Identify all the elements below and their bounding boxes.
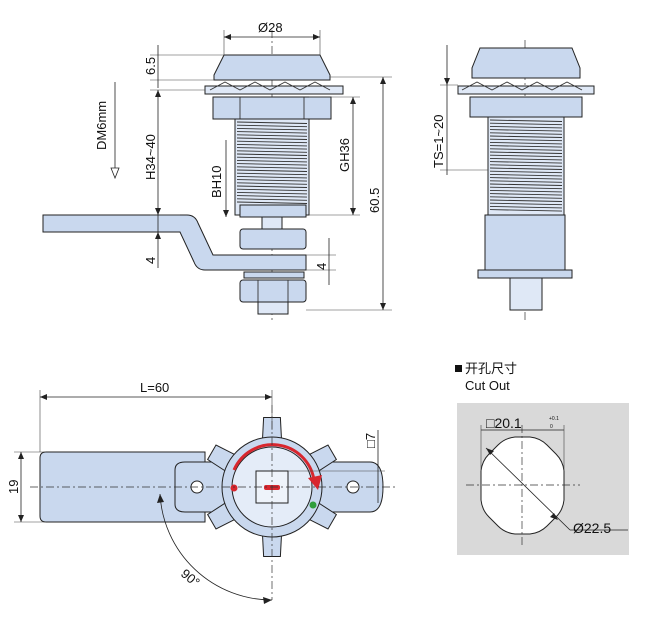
dim-cap-height: 6.5 — [143, 57, 158, 75]
gasket-washer — [204, 85, 344, 95]
lower-washer — [243, 271, 305, 279]
cap-top — [213, 54, 331, 81]
cutout-square-size: □20.1 — [486, 415, 522, 431]
front-cap — [471, 47, 581, 79]
dim-grip-height: GH36 — [337, 138, 352, 172]
rotation-arrowhead — [308, 475, 322, 490]
body-collar — [239, 204, 307, 218]
cutout-heading-cn: 开孔尺寸 — [465, 361, 517, 376]
dim-panel-thickness: H34~40 — [143, 134, 158, 180]
front-shaft — [509, 277, 543, 311]
thread-lines — [236, 121, 308, 204]
cutout-hole-diameter: Ø22.5 — [573, 520, 611, 536]
dim-body-height: BH10 — [209, 165, 224, 198]
dim-total-height: 60.5 — [367, 188, 382, 213]
front-view: TS=1~20 — [431, 40, 595, 320]
hex-nut-upper — [212, 96, 332, 120]
side-view: Ø28 6.5 H34~40 4 DM6mm BH10 GH36 — [42, 20, 392, 320]
dim-square-drive: □7 — [363, 433, 378, 448]
top-view: L=60 19 □7 90° — [6, 380, 395, 604]
dim-diameter: Ø28 — [258, 20, 283, 35]
lock-dot-red — [230, 484, 238, 492]
dim-rotation-angle: 90° — [178, 566, 203, 590]
cutout-tol-lower: 0 — [550, 424, 553, 430]
front-thread-lines — [489, 119, 563, 212]
front-washer — [477, 269, 573, 279]
unlock-dot-green — [309, 501, 317, 509]
front-housing — [484, 214, 566, 271]
front-gasket — [457, 85, 595, 95]
angle-arc — [159, 493, 273, 601]
dim-cam-length: L=60 — [140, 380, 169, 395]
dim-cam-offset-top: 4 — [143, 257, 158, 264]
cutout-heading-en: Cut Out — [465, 378, 510, 393]
shaft-tip — [257, 301, 289, 315]
dim-cam-width: 19 — [6, 480, 21, 494]
dim-thread: DM6mm — [94, 101, 109, 150]
front-nut — [469, 96, 583, 118]
dim-ts-range: TS=1~20 — [431, 115, 446, 169]
cam-nut — [239, 228, 307, 250]
cutout-tol-upper: +0.1 — [549, 416, 559, 422]
dim-cam-offset-side: 4 — [314, 263, 329, 270]
cutout-section: 开孔尺寸 Cut Out □20.1 +0.1 0 Ø22.5 — [455, 361, 629, 555]
shaft — [261, 216, 283, 230]
cutout-heading-marker — [455, 365, 462, 372]
rotation-arrow — [232, 443, 316, 481]
cutout-shape — [480, 436, 565, 535]
hex-nut-lower — [239, 279, 307, 303]
